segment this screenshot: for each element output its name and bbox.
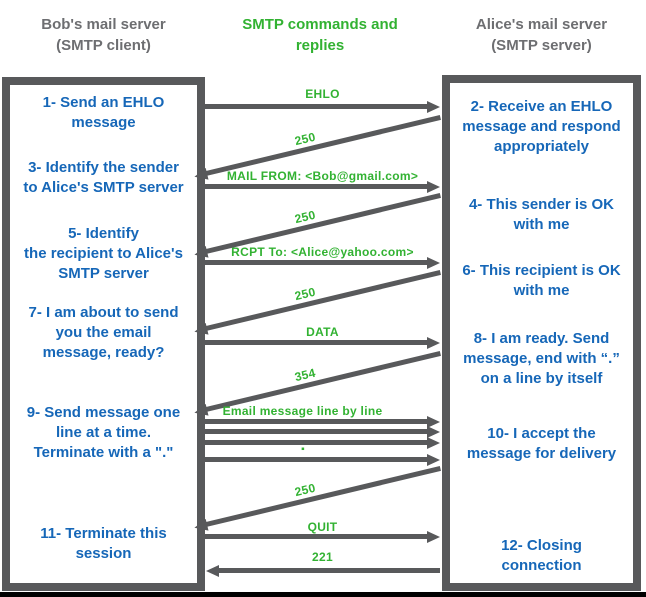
arrow-reply-250-rcpt-to: 250 <box>205 269 441 331</box>
client-step-1: 1- Send an EHLO message <box>42 94 165 131</box>
label-mail-from: MAIL FROM: <Bob@gmail.com> <box>226 169 419 183</box>
label-reply-354: 354 <box>293 365 317 385</box>
arrow-reply-354: 354 <box>205 350 441 412</box>
commands-header: SMTP commands and replies <box>242 16 398 54</box>
server-box: 2- Receive an EHLO message and respond a… <box>442 75 641 591</box>
arrow-reply-221 <box>218 568 440 573</box>
label-reply-250-ehlo: 250 <box>293 129 317 149</box>
server-step-4: 4- This sender is OK with me <box>468 196 615 233</box>
arrow-reply-250-ehlo: 250 <box>205 114 441 176</box>
label-reply-250-mail-from: 250 <box>293 207 317 227</box>
server-step-8: 8- I am ready. Send message, end with “.… <box>463 330 620 387</box>
label-quit: QUIT <box>307 520 338 534</box>
terminator-dot-icon: ▪ <box>301 444 305 455</box>
bottom-bar <box>0 592 646 597</box>
server-step-6: 6- This recipient is OK with me <box>462 262 621 299</box>
arrow-terminator-dot <box>205 457 428 462</box>
client-step-11: 11- Terminate this session <box>40 525 167 562</box>
arrow-mail-from <box>205 184 428 189</box>
arrow-quit <box>205 534 428 539</box>
label-ehlo: EHLO <box>305 87 340 101</box>
arrow-email-line-1 <box>205 419 428 424</box>
server-step-12: 12- Closing connection <box>501 537 582 574</box>
label-reply-221: 221 <box>312 550 333 564</box>
server-step-10: 10- I accept the message for delivery <box>466 425 617 462</box>
client-box: 1- Send an EHLO message 3- Identify the … <box>2 77 205 591</box>
client-step-3: 3- Identify the sender to Alice's SMTP s… <box>23 159 184 196</box>
arrow-email-line-3 <box>205 440 428 445</box>
arrow-rcpt-to <box>205 260 428 265</box>
client-step-7: 7- I am about to send you the email mess… <box>28 304 179 361</box>
label-reply-250-rcpt-to: 250 <box>293 284 317 304</box>
label-email-body: Email message line by line <box>222 404 383 418</box>
server-step-2: 2- Receive an EHLO message and respond a… <box>462 98 621 155</box>
label-reply-250-message: 250 <box>293 480 317 500</box>
arrow-ehlo <box>205 104 428 109</box>
label-data: DATA <box>306 325 339 339</box>
arrow-reply-250-message: 250 <box>205 465 441 527</box>
client-step-5: 5- Identify the recipient to Alice's SMT… <box>24 225 183 282</box>
server-header: Alice's mail server (SMTP server) <box>475 16 608 54</box>
arrow-data <box>205 340 428 345</box>
client-header: Bob's mail server (SMTP client) <box>41 16 166 54</box>
label-rcpt-to: RCPT To: <Alice@yahoo.com> <box>231 245 414 259</box>
arrow-email-line-2 <box>205 429 428 434</box>
client-step-9: 9- Send message one line at a time. Term… <box>26 404 181 461</box>
